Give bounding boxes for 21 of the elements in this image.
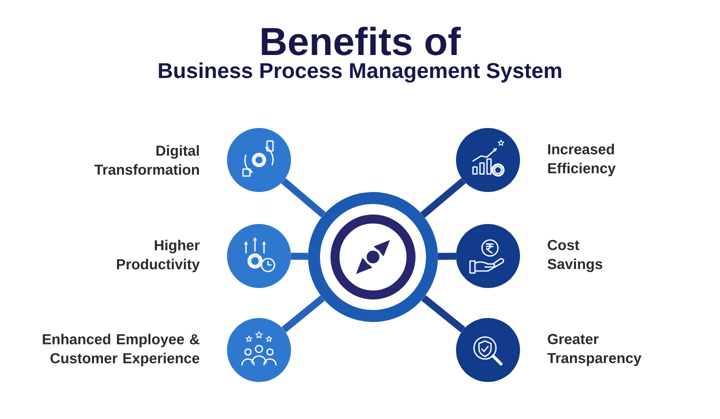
icon-circle bbox=[456, 128, 520, 192]
icon-circle bbox=[456, 318, 520, 382]
benefit-label: Greater Transparency bbox=[547, 334, 642, 366]
benefit-label: Higher Productivity bbox=[116, 240, 200, 272]
connector-line bbox=[290, 252, 308, 260]
icon-circle bbox=[227, 128, 291, 192]
connector-line bbox=[282, 295, 325, 332]
icon-circle bbox=[227, 318, 291, 382]
subtitle: Business Process Management System bbox=[158, 62, 562, 83]
benefit-label: Cost Savings bbox=[548, 240, 602, 272]
benefit-label: Digital Transformation bbox=[94, 145, 199, 175]
connector-line bbox=[438, 252, 456, 260]
connector-line bbox=[420, 178, 466, 218]
connector-line bbox=[421, 295, 466, 333]
title: Benefits of bbox=[262, 26, 461, 56]
hub-circle bbox=[308, 192, 438, 322]
benefit-label: Increased Efficiency bbox=[548, 144, 616, 176]
benefit-label: Enhanced Employee & Customer Experience bbox=[42, 334, 200, 366]
connector-line bbox=[281, 178, 326, 218]
icon-circle bbox=[456, 224, 520, 288]
icon-circle bbox=[227, 224, 291, 288]
